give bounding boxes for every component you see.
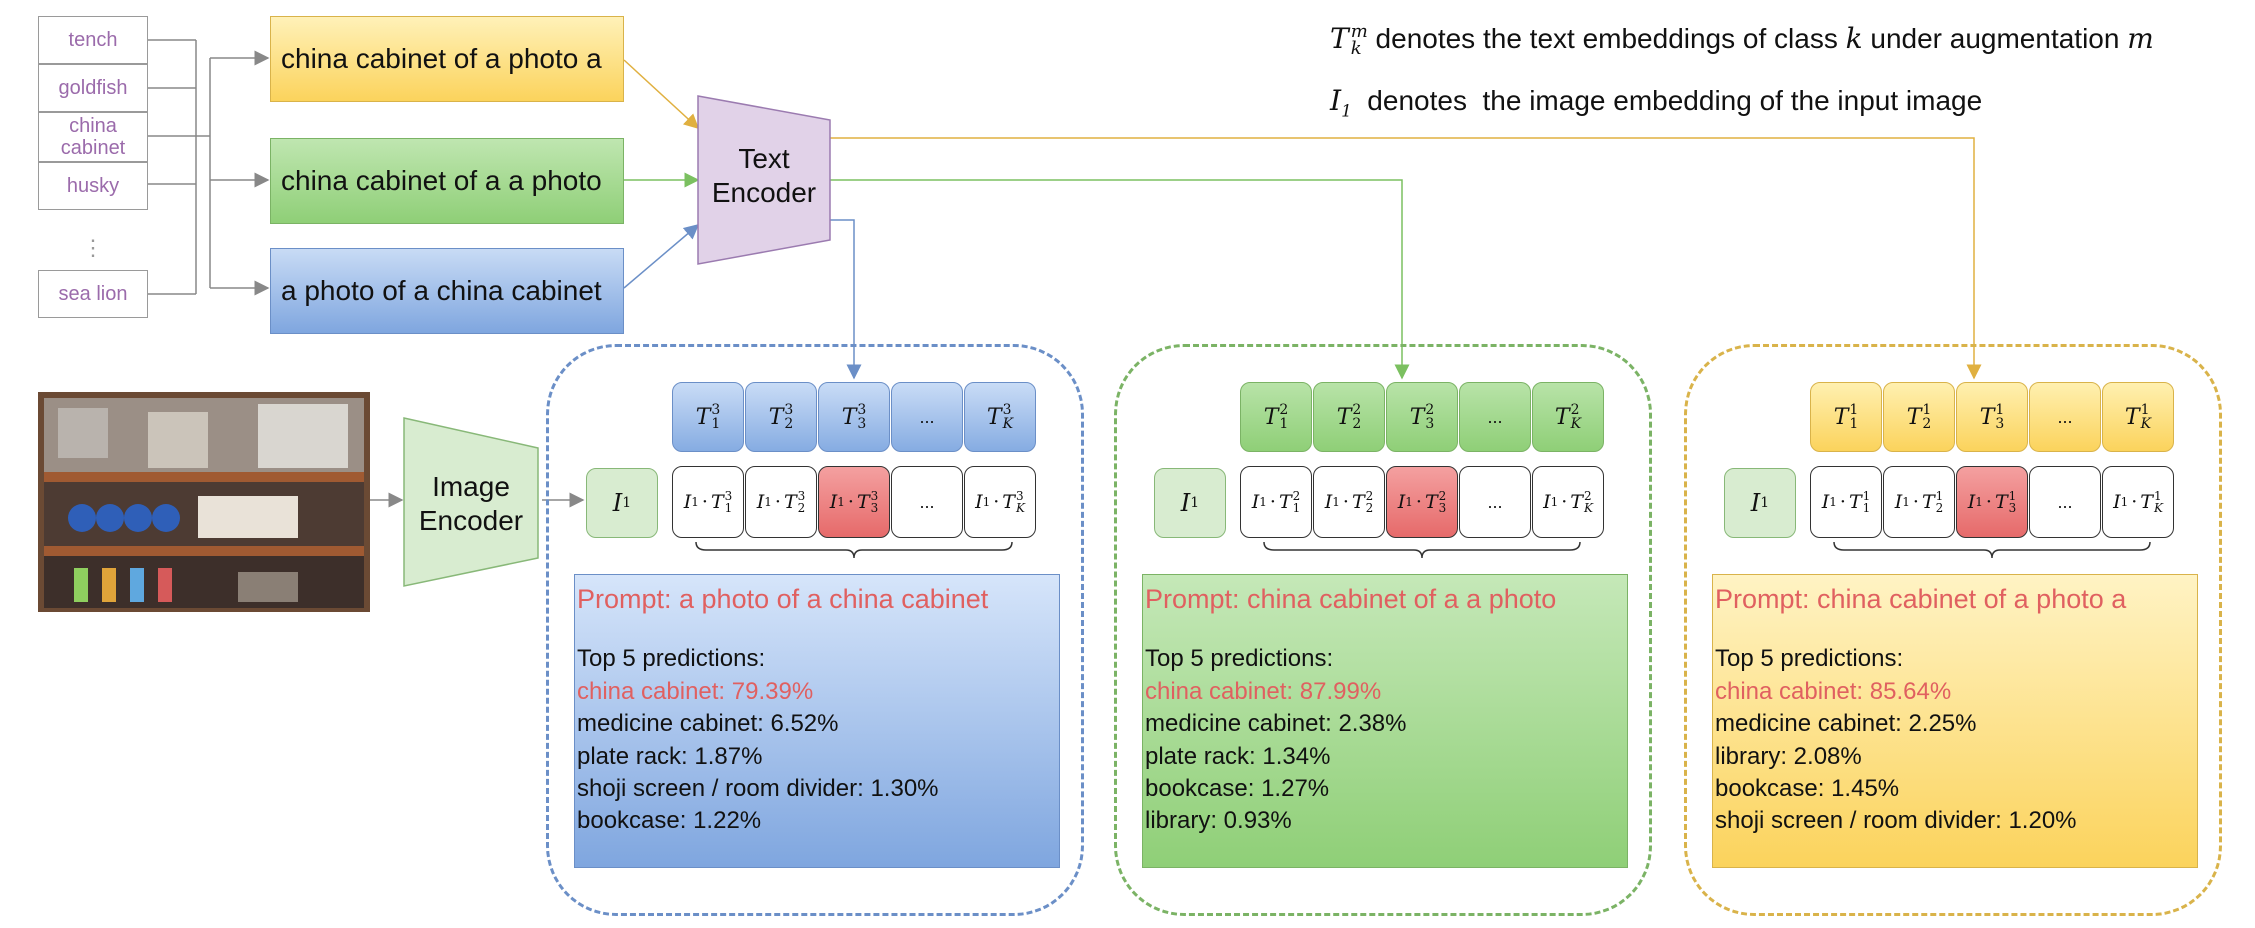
prediction-result-box-2: Prompt: china cabinet of a a photo Top 5…: [1142, 574, 1628, 868]
class-item-tench: tench: [38, 16, 148, 64]
prompt-box-green: china cabinet of a a photo: [270, 138, 624, 224]
top-predictions-header: Top 5 predictions:: [577, 645, 766, 673]
prediction-result-box-1: Prompt: a photo of a china cabinet Top 5…: [574, 574, 1060, 868]
prompt-box-yellow: china cabinet of a photo a: [270, 16, 624, 102]
panel-outline-1: [546, 344, 1084, 916]
prediction-item: china cabinet: 87.99%: [1145, 677, 1382, 705]
brace-1: [695, 541, 1013, 559]
text-embedding-cell-2-4: ...: [1459, 382, 1531, 452]
text-embedding-cell-3-4: ...: [2029, 382, 2101, 452]
prediction-item: bookcase: 1.45%: [1715, 775, 1900, 802]
top-predictions-header: Top 5 predictions:: [1715, 645, 1904, 673]
panel-outline-3: [1684, 344, 2222, 916]
prediction-item: library: 0.93%: [1145, 807, 1292, 835]
prediction-result-box-3: Prompt: china cabinet of a photo a Top 5…: [1712, 574, 2198, 868]
text-embedding-cell-1-4: ...: [891, 382, 963, 452]
prompt-box-blue: a photo of a china cabinet: [270, 248, 624, 334]
prediction-item: bookcase: 1.22%: [577, 807, 762, 835]
prediction-item: plate rack: 1.34%: [1145, 742, 1331, 770]
prediction-item: bookcase: 1.27%: [1145, 775, 1330, 802]
prediction-item: library: 2.08%: [1715, 742, 1862, 770]
brace-3: [1833, 541, 2151, 559]
class-list-ellipsis: ⋮: [38, 228, 148, 268]
prediction-item: plate rack: 1.87%: [577, 742, 763, 770]
class-item-sea-lion: sea lion: [38, 270, 148, 318]
similarity-cell-2-4: ...: [1459, 466, 1531, 538]
panel-outline-2: [1114, 344, 1652, 916]
legend-image-embedding: I1 denotes the image embedding of the in…: [1330, 84, 1983, 121]
input-image-china-cabinet: [38, 392, 370, 612]
prompt-label: Prompt: china cabinet of a photo a: [1715, 584, 2127, 614]
prediction-item: medicine cabinet: 2.38%: [1145, 710, 1407, 738]
prediction-item: medicine cabinet: 2.25%: [1715, 710, 1977, 738]
legend-symbol-i1: I1: [1330, 84, 1352, 121]
similarity-cell-3-4: ...: [2029, 466, 2101, 538]
brace-2: [1263, 541, 1581, 559]
class-item-goldfish: goldfish: [38, 64, 148, 112]
prediction-item: china cabinet: 85.64%: [1715, 677, 1952, 705]
similarity-cell-1-4: ...: [891, 466, 963, 538]
prompt-label: Prompt: a photo of a china cabinet: [577, 584, 989, 614]
prediction-item: china cabinet: 79.39%: [577, 677, 814, 705]
class-item-husky: husky: [38, 162, 148, 210]
prompt-label: Prompt: china cabinet of a a photo: [1145, 584, 1557, 614]
top-predictions-header: Top 5 predictions:: [1145, 645, 1334, 673]
prediction-item: medicine cabinet: 6.52%: [577, 710, 839, 738]
prediction-item: shoji screen / room divider: 1.30%: [577, 775, 939, 802]
prediction-item: shoji screen / room divider: 1.20%: [1715, 807, 2077, 835]
class-item-china-cabinet: china cabinet: [38, 112, 148, 162]
